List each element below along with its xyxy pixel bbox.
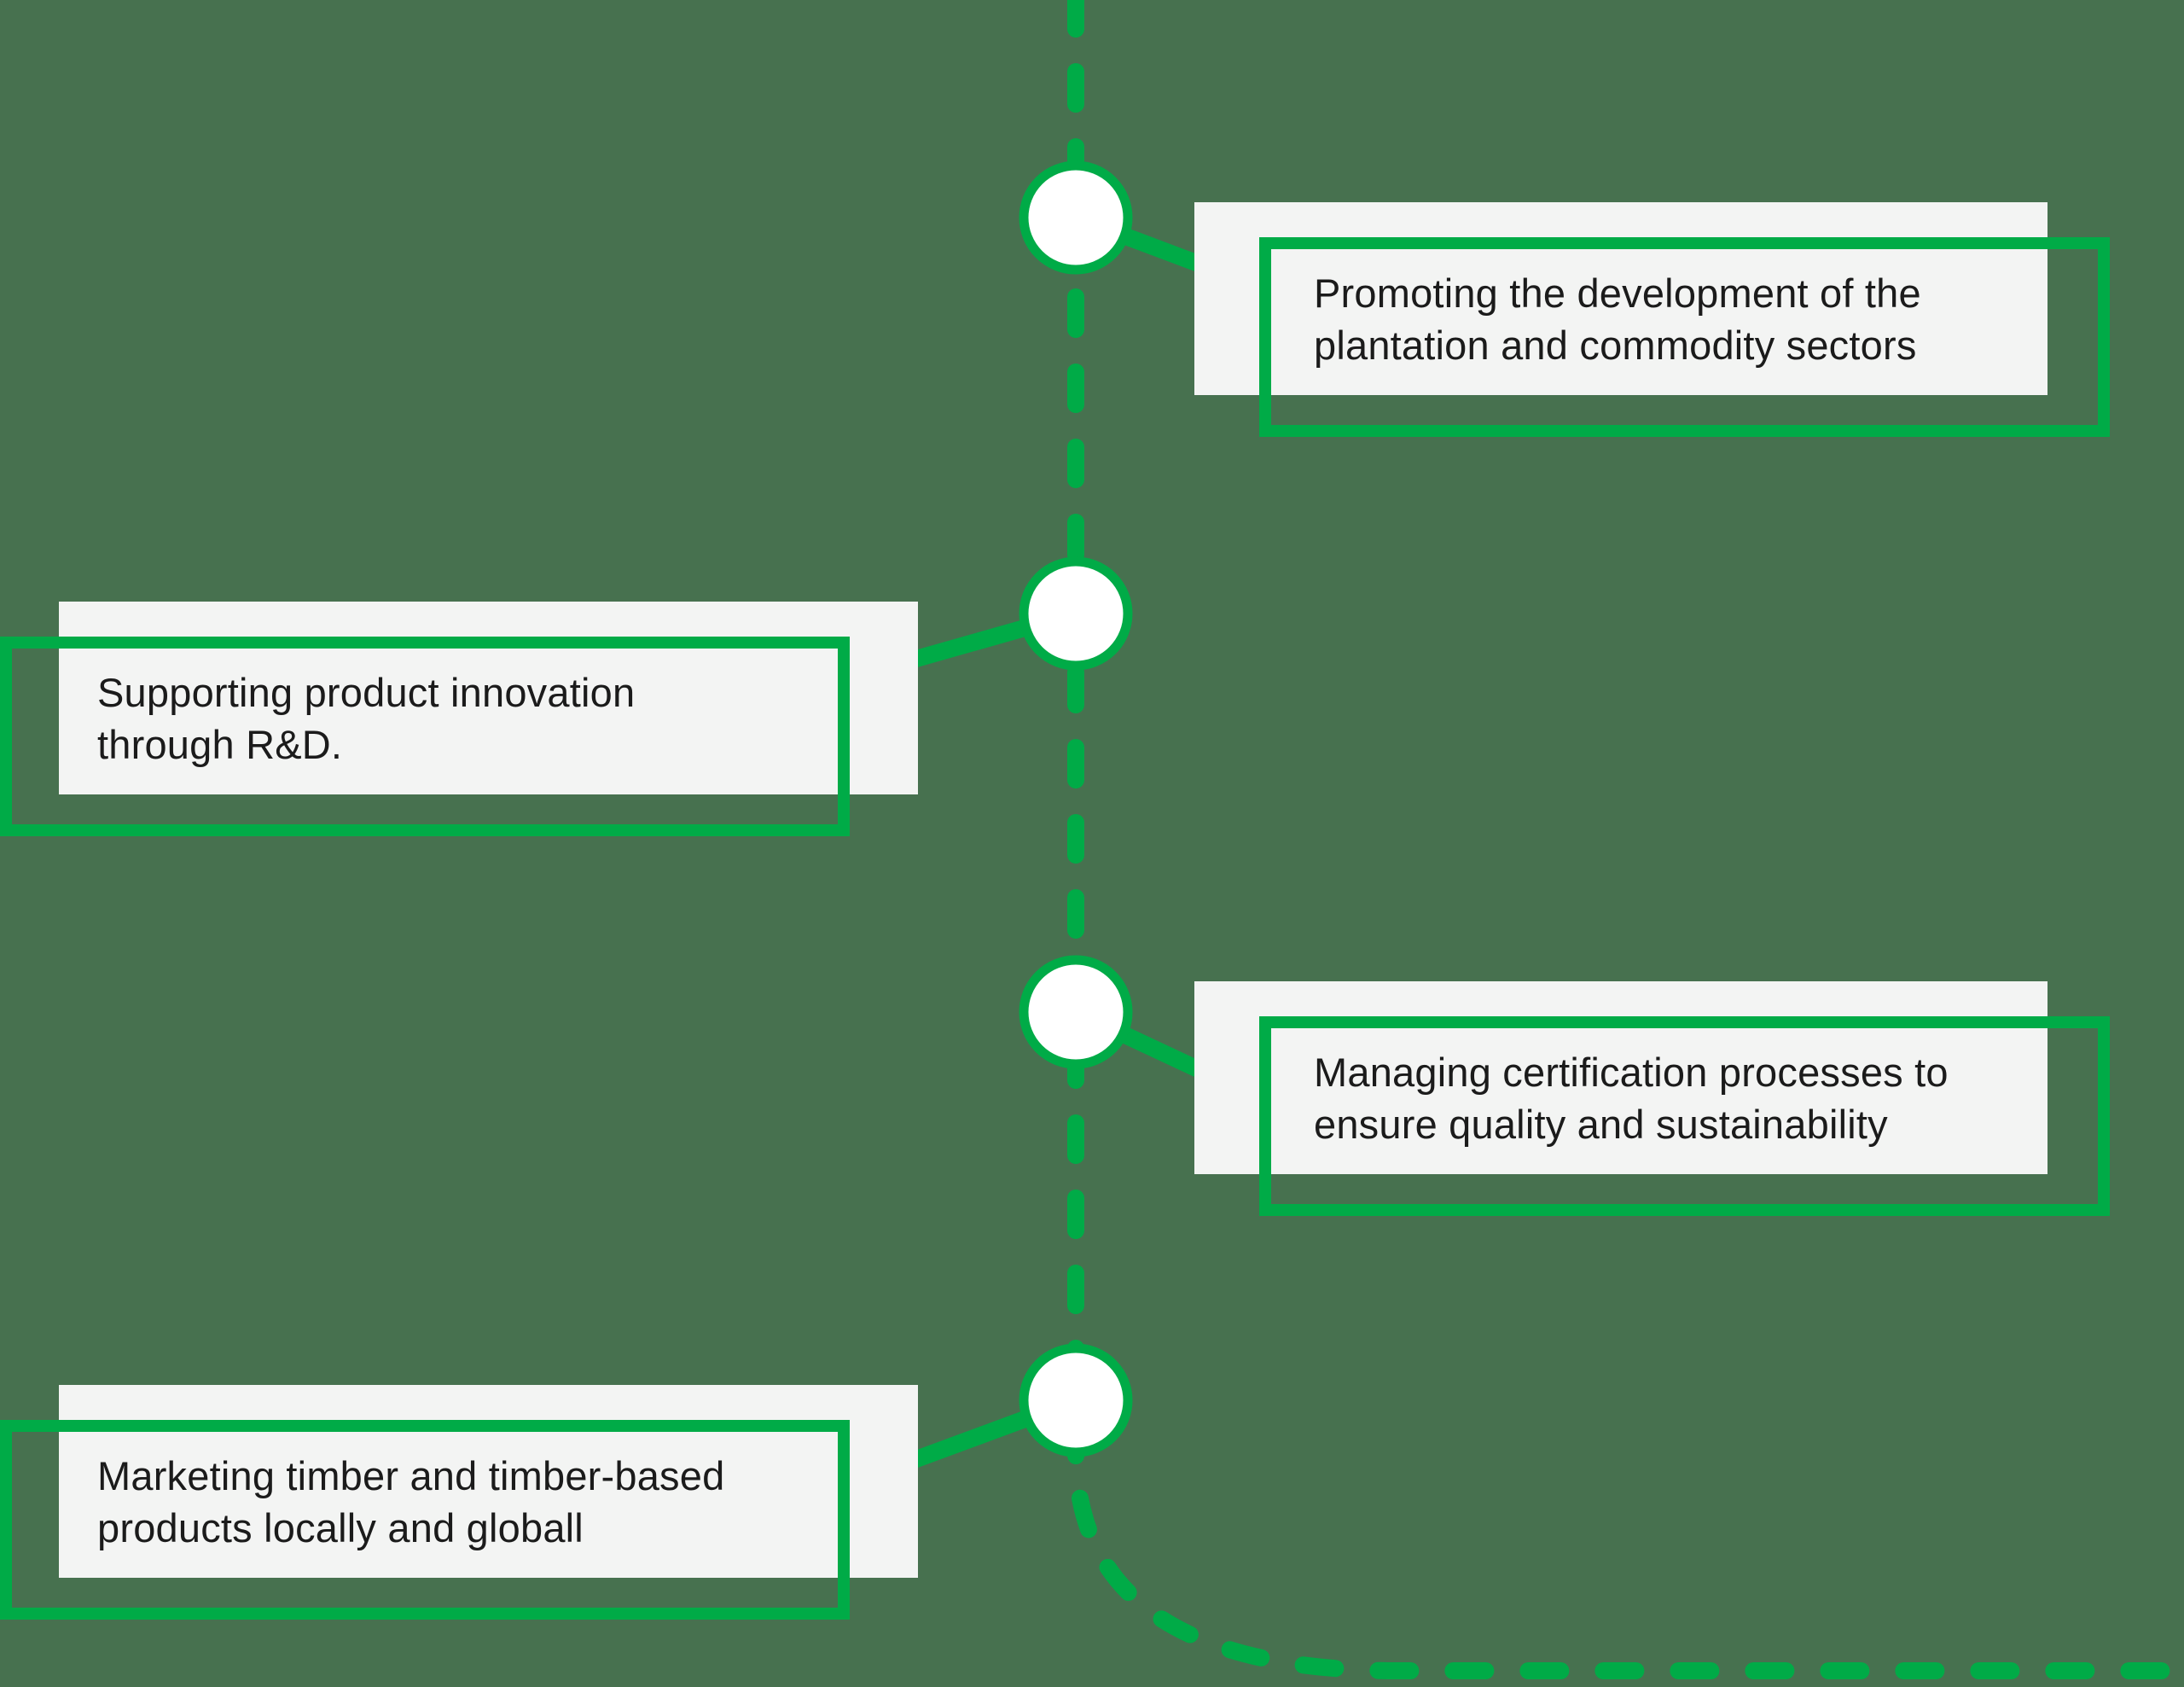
timeline-card-1-line-2: plantation and commodity sectors	[1314, 323, 1917, 368]
timeline-card-2-line-2: through R&D.	[97, 722, 343, 767]
timeline-node-3	[1019, 955, 1133, 1069]
timeline-card-3-line-2: ensure quality and sustainability	[1314, 1102, 1888, 1147]
timeline-card-4-line-2: products locally and globall	[97, 1505, 584, 1550]
timeline-card-3-outline	[1259, 1016, 2110, 1216]
timeline-card-1-text: Promoting the development of the plantat…	[1194, 202, 2048, 371]
timeline-card-3: Managing certification processes to ensu…	[1194, 981, 2048, 1174]
timeline-node-1	[1019, 160, 1133, 275]
timeline-card-2: Supporting product innovation through R&…	[59, 602, 918, 794]
timeline-card-3-line-1: Managing certification processes to	[1314, 1050, 1949, 1095]
timeline-card-3-text: Managing certification processes to ensu…	[1194, 981, 2048, 1150]
timeline-card-4-text: Marketing timber and timber-based produc…	[59, 1385, 918, 1554]
timeline-card-1: Promoting the development of the plantat…	[1194, 202, 2048, 395]
timeline-card-4-outline	[0, 1420, 850, 1620]
timeline-dashed-line	[1067, 0, 2184, 1679]
timeline-card-1-line-1: Promoting the development of the	[1314, 271, 1921, 316]
timeline-card-2-line-1: Supporting product innovation	[97, 670, 636, 715]
timeline-card-4-line-1: Marketing timber and timber-based	[97, 1453, 725, 1498]
timeline-node-2	[1019, 556, 1133, 671]
timeline-card-4: Marketing timber and timber-based produc…	[59, 1385, 918, 1578]
timeline-card-2-outline	[0, 637, 850, 836]
timeline-card-1-outline	[1259, 237, 2110, 437]
timeline-card-2-text: Supporting product innovation through R&…	[59, 602, 918, 771]
timeline-node-4	[1019, 1343, 1133, 1457]
